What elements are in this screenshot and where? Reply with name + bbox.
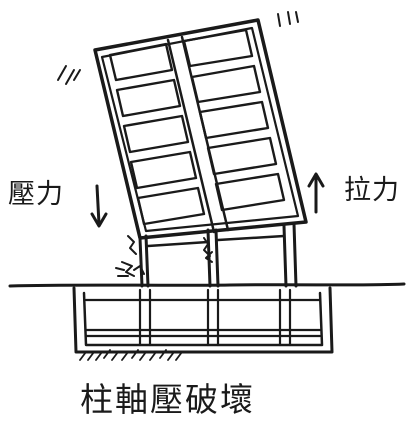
ground-line — [8, 282, 406, 288]
tension-label: 拉力 — [344, 175, 400, 206]
crack-marks — [115, 235, 213, 277]
ground-floor-columns — [138, 222, 298, 288]
windows — [108, 28, 286, 226]
compression-label: 壓力 — [8, 179, 64, 210]
soil-hatching — [79, 349, 183, 361]
arrow-down-icon — [90, 184, 108, 228]
tilted-building — [93, 18, 308, 240]
arrow-up-icon — [307, 172, 325, 214]
motion-marks-right — [277, 11, 299, 27]
motion-marks-left — [57, 65, 81, 85]
foundation — [72, 286, 334, 354]
figure-caption: 柱軸壓破壞 — [80, 380, 255, 419]
